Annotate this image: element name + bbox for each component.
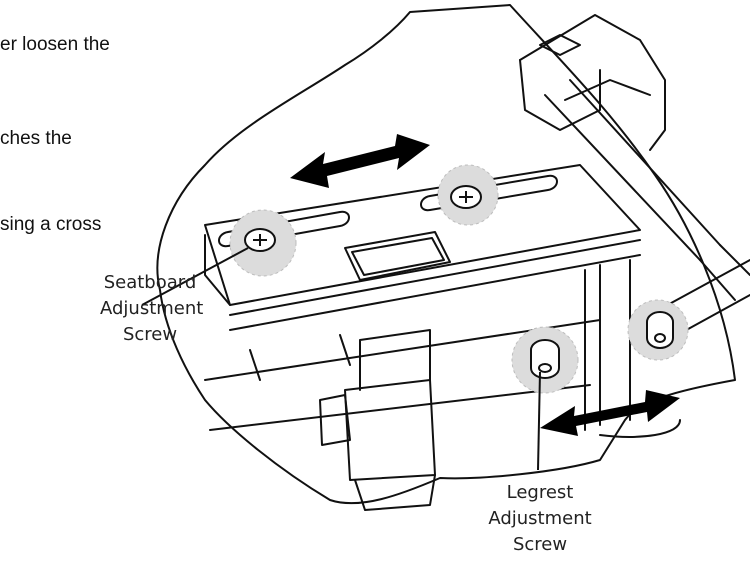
screw-icon — [646, 311, 674, 349]
threaded-rod — [544, 79, 721, 261]
seatboard-callout: Seatboard Adjustment Screw — [100, 270, 204, 348]
seatboard-callout-line-1: Seatboard — [103, 272, 197, 293]
instruction-line-2: ches the — [0, 128, 72, 149]
legrest-leader-line — [537, 371, 541, 471]
seatboard-leader-line — [141, 247, 249, 306]
seatboard-callout-line-3: Screw — [122, 324, 178, 345]
cutaway-outline — [156, 4, 736, 505]
legrest-callout-line-1: Legrest — [506, 482, 574, 503]
seat-slot-left — [218, 210, 350, 248]
instruction-line-3: sing a cross — [0, 214, 102, 235]
seat-slot-right — [420, 174, 558, 212]
instruction-line-1: er loosen the — [0, 34, 110, 55]
screw-icon — [450, 185, 482, 209]
legrest-callout-line-3: Screw — [512, 534, 568, 555]
screw-icon — [530, 339, 560, 379]
lower-block — [344, 379, 436, 481]
plate-window — [344, 231, 451, 281]
screw-icon — [244, 228, 276, 252]
legrest-callout: Legrest Adjustment Screw — [480, 480, 600, 558]
vertical-post — [584, 259, 631, 431]
double-headed-arrow-icon — [290, 134, 680, 436]
seatboard-callout-line-2: Adjustment — [100, 298, 204, 319]
legrest-callout-line-2: Adjustment — [488, 508, 592, 529]
